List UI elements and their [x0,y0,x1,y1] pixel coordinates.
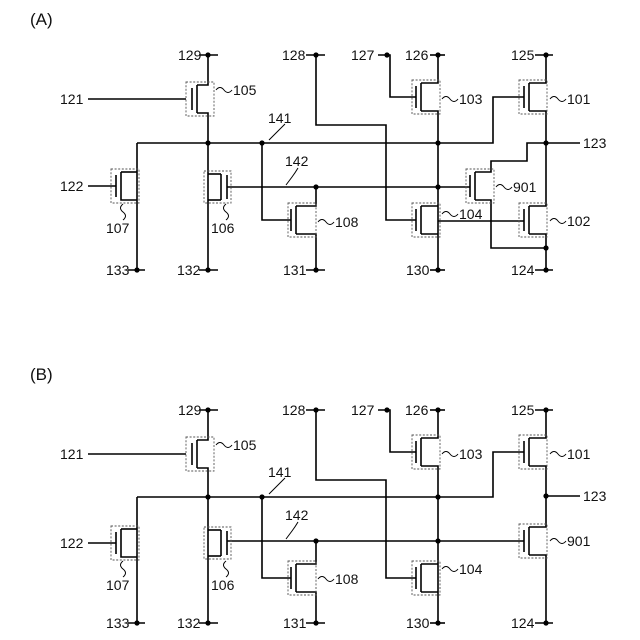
terminal-133-label: 133 [106,262,130,278]
transistor-101-label: 101 [567,446,591,462]
transistor-104-label: 104 [459,561,483,577]
transistor-901-label: 901 [513,179,537,195]
terminal-133-label: 133 [106,615,130,631]
node-142-label: 142 [285,507,309,523]
terminal-122-label: 122 [60,178,84,194]
panel-a-leaders [121,88,567,225]
panel-b-labels: 129 128 127 126 125 121 122 123 133 132 … [60,402,607,631]
panel-b: (B) [30,365,607,631]
terminal-125-label: 125 [511,47,535,63]
transistor-108-label: 108 [335,571,359,587]
panel-a-labels: 129 128 127 126 125 121 122 123 133 132 … [60,47,607,278]
transistor-105-label: 105 [233,82,257,98]
terminal-127-label: 127 [351,47,375,63]
terminal-129-label: 129 [178,402,202,418]
transistor-108-label: 108 [335,214,359,230]
terminal-124-label: 124 [511,615,535,631]
terminal-125-label: 125 [511,402,535,418]
transistor-101-label: 101 [567,91,591,107]
transistor-901-label: 901 [567,533,591,549]
panel-a-label: (A) [30,10,53,29]
terminal-131-label: 131 [283,262,307,278]
transistor-105 [186,437,214,471]
transistor-107-label: 107 [106,220,130,236]
terminal-122-label: 122 [60,535,84,551]
node-141-label: 141 [268,464,292,480]
transistor-107-label: 107 [106,577,130,593]
terminal-123-label: 123 [583,135,607,151]
panel-a-wires [88,55,580,270]
terminal-131-label: 131 [283,615,307,631]
terminal-127-label: 127 [351,402,375,418]
transistor-102-label: 102 [567,213,591,229]
panel-b-wires [88,410,580,623]
terminal-124-label: 124 [511,262,535,278]
terminal-121-label: 121 [60,91,84,107]
terminal-126-label: 126 [405,402,429,418]
transistor-104-label: 104 [459,206,483,222]
panel-b-leaders [121,443,567,582]
terminal-130-label: 130 [406,262,430,278]
terminal-121-label: 121 [60,446,84,462]
panel-a: (A) [30,10,607,278]
terminal-130-label: 130 [406,615,430,631]
terminal-128-label: 128 [282,402,306,418]
terminal-126-label: 126 [405,47,429,63]
terminal-128-label: 128 [282,47,306,63]
transistor-108 [288,561,316,595]
transistor-105 [186,82,214,116]
transistor-106-label: 106 [211,577,235,593]
panel-b-label: (B) [30,365,53,384]
node-141-label: 141 [268,110,292,126]
terminal-132-label: 132 [177,262,201,278]
transistor-108 [288,203,316,237]
terminal-129-label: 129 [178,47,202,63]
transistor-105-label: 105 [233,437,257,453]
terminal-123-label: 123 [583,488,607,504]
transistor-106-label: 106 [211,220,235,236]
terminal-132-label: 132 [177,615,201,631]
transistor-103-label: 103 [459,446,483,462]
node-142-label: 142 [285,153,309,169]
transistor-103-label: 103 [459,91,483,107]
